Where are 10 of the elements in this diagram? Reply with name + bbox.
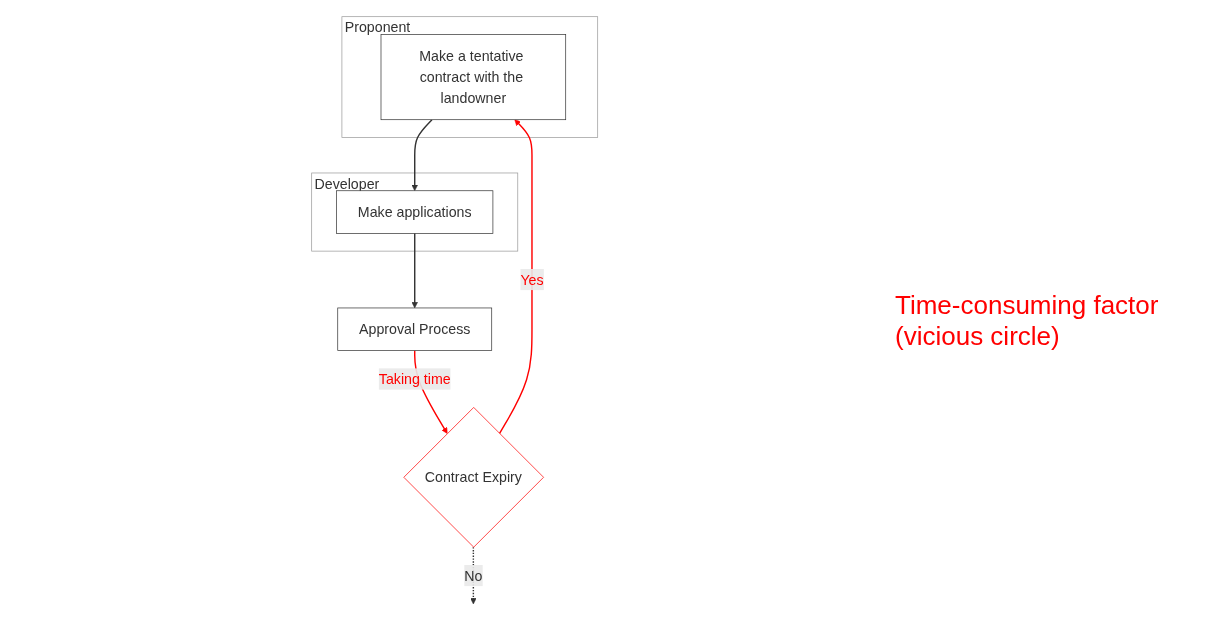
node-box: Approval Process — [337, 307, 493, 351]
arrow — [411, 232, 419, 308]
arrow — [411, 118, 433, 191]
edge-label: Taking time — [379, 370, 451, 387]
note-text: Time-consuming factor (vicious circle) — [895, 289, 1160, 352]
arrow — [499, 118, 533, 434]
edge-label: No — [464, 567, 483, 583]
edge-label: Yes — [520, 271, 544, 287]
node-diamond: Contract Expiry — [403, 406, 545, 548]
node-box: Make a tentative contract with the landowner — [380, 33, 567, 120]
